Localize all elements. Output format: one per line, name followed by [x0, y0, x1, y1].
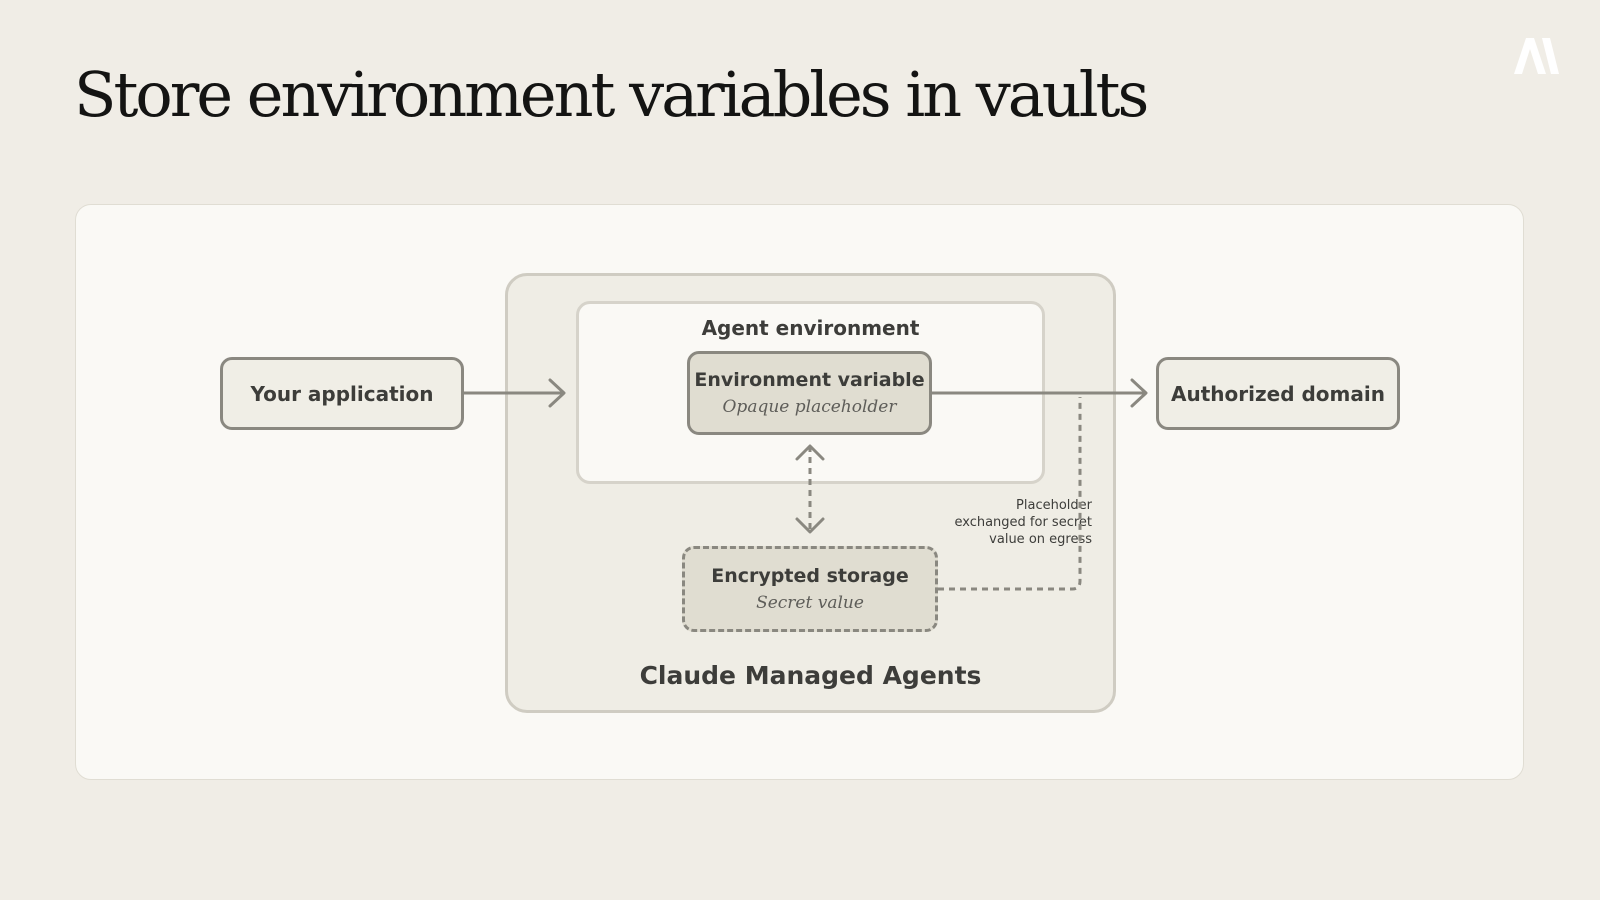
egress-note-line-1: Placeholder — [1016, 498, 1092, 513]
egress-note-line-3: value on egress — [989, 532, 1092, 547]
encrypted-storage-node: Encrypted storage Secret value — [682, 546, 938, 632]
egress-note: Placeholder exchanged for secret value o… — [920, 497, 1092, 548]
authorized-domain-node: Authorized domain — [1156, 357, 1400, 430]
managed-agents-label: Claude Managed Agents — [639, 661, 982, 690]
encrypted-storage-subtitle: Secret value — [756, 593, 864, 613]
your-application-node: Your application — [220, 357, 464, 430]
encrypted-storage-title: Encrypted storage — [711, 565, 909, 587]
agent-environment-label: Agent environment — [701, 316, 920, 340]
slide-title: Store environment variables in vaults — [74, 58, 1149, 131]
environment-variable-subtitle: Opaque placeholder — [722, 397, 897, 417]
your-application-label: Your application — [250, 381, 434, 406]
environment-variable-node: Environment variable Opaque placeholder — [687, 351, 932, 435]
environment-variable-title: Environment variable — [694, 369, 925, 391]
anthropic-logo-icon — [1514, 38, 1559, 74]
authorized-domain-label: Authorized domain — [1171, 381, 1385, 406]
egress-note-line-2: exchanged for secret — [954, 515, 1092, 530]
